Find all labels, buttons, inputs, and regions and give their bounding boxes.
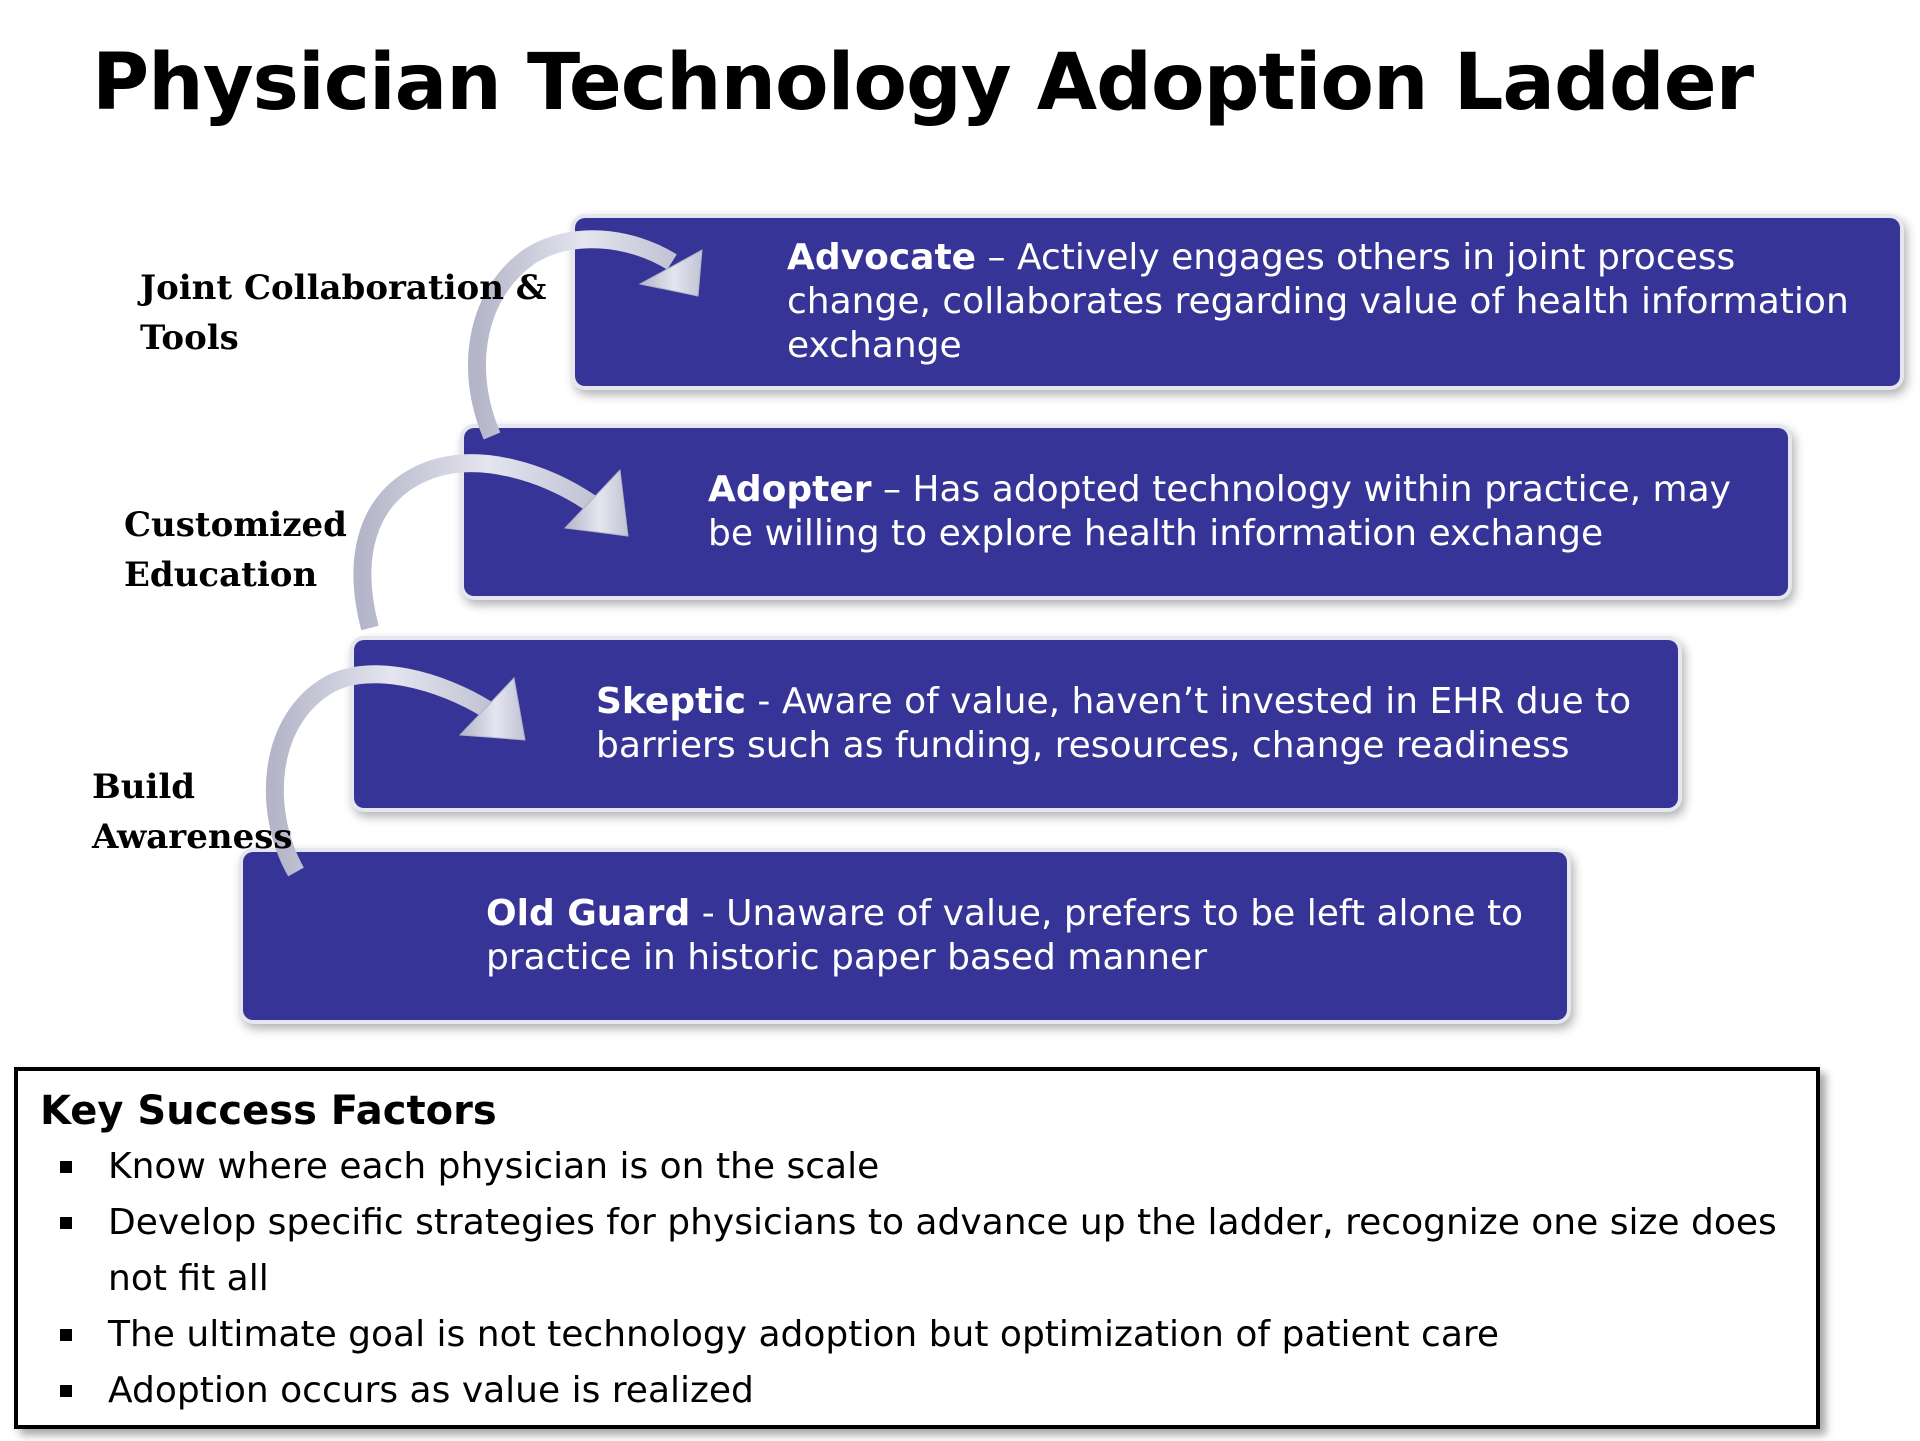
transition-label-line: Education (124, 555, 318, 595)
transition-label-build-awareness: Build Awareness (92, 762, 292, 862)
ladder-step-name: Advocate (787, 237, 977, 278)
list-item: Adoption occurs as value is realized (40, 1363, 1794, 1419)
transition-label-line: Customized (124, 505, 347, 545)
ladder-step-separator: - (690, 893, 727, 934)
ladder-step-name: Old Guard (486, 893, 691, 934)
ladder-step-separator: – (976, 237, 1017, 278)
list-item: Know where each physician is on the scal… (40, 1139, 1794, 1195)
bullet-square-icon (60, 1329, 72, 1341)
transition-label-line: Build (92, 767, 196, 807)
list-item-text: Adoption occurs as value is realized (108, 1370, 754, 1411)
ladder-step-text: Old Guard - Unaware of value, prefers to… (243, 892, 1567, 980)
ladder-step-text: Adopter – Has adopted technology within … (464, 468, 1788, 556)
ladder-step-description: Actively engages others in joint process… (787, 237, 1849, 366)
key-success-factors-list: Know where each physician is on the scal… (40, 1139, 1794, 1419)
ladder-step-name: Adopter (708, 469, 872, 510)
bullet-square-icon (60, 1385, 72, 1397)
list-item-text: The ultimate goal is not technology adop… (108, 1314, 1500, 1355)
transition-label-line: Awareness (92, 817, 293, 857)
ladder-step-description: Unaware of value, prefers to be left alo… (486, 893, 1524, 978)
ladder-step-description: Aware of value, haven’t invested in EHR … (596, 681, 1632, 766)
ladder-step-text: Advocate – Actively engages others in jo… (575, 236, 1900, 368)
list-item: The ultimate goal is not technology adop… (40, 1307, 1794, 1363)
list-item-text: Know where each physician is on the scal… (108, 1146, 880, 1187)
ladder-step-name: Skeptic (596, 681, 746, 722)
page-title: Physician Technology Adoption Ladder (92, 38, 1754, 128)
list-item: Develop specific strategies for physicia… (40, 1195, 1794, 1307)
transition-label-joint-collaboration: Joint Collaboration & Tools (140, 263, 547, 363)
key-success-factors-heading: Key Success Factors (40, 1088, 497, 1134)
ladder-step-skeptic: Skeptic - Aware of value, haven’t invest… (354, 640, 1678, 808)
ladder-step-adopter: Adopter – Has adopted technology within … (464, 428, 1788, 596)
ladder-step-separator: – (871, 469, 913, 510)
transition-label-customized-education: Customized Education (124, 500, 347, 600)
key-success-factors-box: Key Success Factors Know where each phys… (14, 1067, 1820, 1429)
bullet-square-icon (60, 1161, 72, 1173)
ladder-step-description: Has adopted technology within practice, … (708, 469, 1731, 554)
transition-label-line: Joint Collaboration & (140, 268, 547, 308)
ladder-step-old-guard: Old Guard - Unaware of value, prefers to… (243, 852, 1567, 1020)
ladder-step-separator: - (745, 681, 782, 722)
ladder-step-text: Skeptic - Aware of value, haven’t invest… (354, 680, 1678, 768)
ladder-step-advocate: Advocate – Actively engages others in jo… (575, 218, 1900, 386)
transition-label-line: Tools (140, 318, 239, 358)
bullet-square-icon (60, 1217, 72, 1229)
list-item-text: Develop specific strategies for physicia… (108, 1202, 1777, 1299)
